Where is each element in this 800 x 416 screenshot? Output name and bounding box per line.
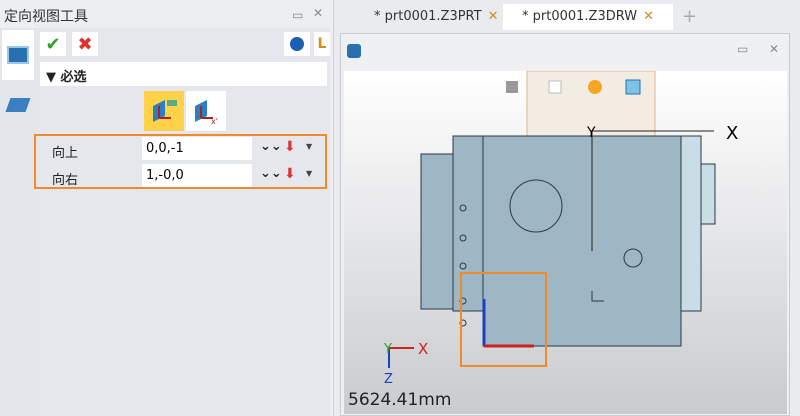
axis-triad: Y X Z	[383, 340, 428, 387]
shaded-cube-icon	[506, 81, 518, 93]
section-label: 必选	[60, 70, 87, 85]
check-icon: ✔	[45, 33, 61, 55]
triad-z-label: Z	[384, 372, 393, 387]
edit-form-icon	[7, 46, 29, 64]
dropdown-arrow-icon[interactable]: ▼	[306, 142, 313, 151]
up-input[interactable]	[142, 137, 252, 160]
panel-tab-strip	[0, 28, 36, 416]
ok-button[interactable]: ✔	[40, 32, 66, 56]
tab-label: * prt0001.Z3DRW	[522, 9, 638, 24]
pin-icon[interactable]: ▭	[292, 8, 304, 22]
panel-content: ✔ ✖ L	[36, 28, 330, 416]
close-dialog-icon[interactable]: ✕	[769, 42, 780, 56]
info-icon	[290, 37, 304, 51]
view-toolbar	[506, 79, 641, 95]
orient-plane-icon	[153, 100, 177, 122]
right-input[interactable]	[142, 164, 252, 187]
tab-label: * prt0001.Z3PRT	[374, 9, 482, 24]
panel-title: 定向视图工具	[4, 9, 88, 25]
tab-views[interactable]	[2, 80, 34, 130]
axis-y-label: Y	[586, 125, 596, 141]
mode-axis-button[interactable]: x'	[186, 91, 226, 131]
help-icon: L	[317, 36, 327, 52]
axis-plane-icon: x'	[195, 100, 218, 126]
tab-properties[interactable]	[2, 30, 34, 80]
document-tabs: * prt0001.Z3PRT ✕ * prt0001.Z3DRW ✕ +	[340, 4, 800, 30]
info-button[interactable]	[284, 32, 310, 56]
tab-drw[interactable]: * prt0001.Z3DRW ✕	[503, 4, 673, 30]
tab-prt[interactable]: * prt0001.Z3PRT ✕	[364, 4, 509, 30]
field-row-right: 向右 ⌄⌄ ⬇ ▼	[36, 164, 325, 188]
dropdown-arrow-icon[interactable]: ▼	[306, 169, 313, 178]
scale-readout: 5624.41mm	[348, 390, 451, 410]
new-tab-icon[interactable]: +	[682, 6, 698, 27]
orient-view-tool-panel: 定向视图工具 ▭ ✕ ✔ ✖ L ▼ 必选 x' 向上 ⌄⌄ ⬇ ▼ 向右 ⌄⌄…	[0, 0, 334, 416]
wire-cube-icon	[548, 80, 562, 94]
svg-text:x': x'	[211, 117, 218, 126]
section-required[interactable]: ▼ 必选	[40, 62, 327, 86]
x-icon: ✖	[77, 33, 93, 55]
triad-y-label: Y	[383, 342, 392, 357]
up-label: 向上	[52, 146, 79, 161]
render-mode-icon	[588, 80, 602, 94]
comment-icon[interactable]: ▭	[737, 42, 749, 56]
pick-direction-icon[interactable]: ⬇	[284, 166, 296, 182]
collapse-triangle-icon: ▼	[46, 70, 61, 85]
3d-viewport[interactable]: Y X Y X Z 5624.41mm	[344, 71, 787, 414]
part-model	[420, 135, 716, 347]
selection-highlight-box	[460, 272, 547, 367]
orient-view-dialog: ▭ ✕ Y X Y X Z 5624.41mm	[340, 33, 790, 416]
expand-chevron-icon[interactable]: ⌄⌄	[260, 139, 282, 154]
pick-direction-icon[interactable]: ⬇	[284, 139, 296, 155]
view-icon	[5, 98, 31, 112]
close-panel-icon[interactable]: ✕	[313, 6, 324, 20]
app-logo-icon	[347, 44, 361, 58]
direction-fields: 向上 ⌄⌄ ⬇ ▼ 向右 ⌄⌄ ⬇ ▼	[34, 134, 327, 189]
cancel-button[interactable]: ✖	[72, 32, 98, 56]
mode-orient-button[interactable]	[144, 91, 184, 131]
view-style-icon	[625, 79, 641, 95]
close-tab-icon[interactable]: ✕	[643, 9, 654, 24]
help-button[interactable]: L	[314, 32, 330, 56]
close-tab-icon[interactable]: ✕	[487, 9, 499, 24]
right-label: 向右	[52, 173, 79, 188]
axis-x-label: X	[726, 123, 738, 144]
triad-x-label: X	[418, 340, 428, 358]
expand-chevron-icon[interactable]: ⌄⌄	[260, 166, 282, 181]
field-row-up: 向上 ⌄⌄ ⬇ ▼	[36, 137, 325, 161]
